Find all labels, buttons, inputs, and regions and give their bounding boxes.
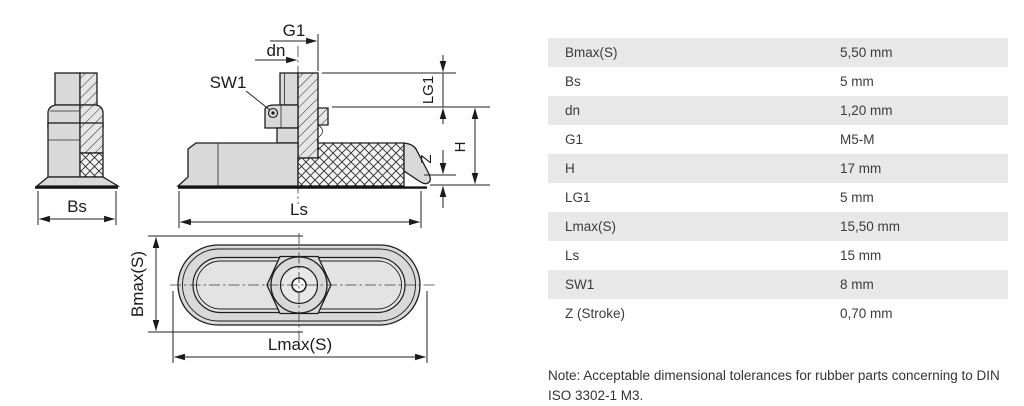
spec-label: Bs [565,74,581,89]
spec-row-bs: Bs 5 mm [548,67,1008,96]
spec-value: 17 mm [840,161,882,176]
dim-label-lg1: LG1 [420,76,437,104]
dim-label-lmax: Lmax(S) [268,335,332,354]
dim-label-ls: Ls [290,200,308,219]
spec-label: Z (Stroke) [565,306,626,321]
spec-value: 15 mm [840,248,882,263]
dim-dn: dn [255,41,298,64]
dim-ls: Ls [178,191,422,228]
spec-value: 8 mm [840,277,874,292]
side-view [35,72,121,189]
dim-label-sw1: SW1 [210,73,247,92]
spec-row-ls: Ls 15 mm [548,241,1008,270]
plan-view [170,233,436,342]
spec-table: Bmax(S) 5,50 mm Bs 5 mm dn 1,20 mm G1 M5… [548,38,1008,328]
technical-drawing: Bs G1 [35,21,490,363]
spec-label: Ls [565,248,580,263]
spec-row-sw1: SW1 8 mm [548,270,1008,299]
dim-z: Z [418,150,490,208]
spec-row-h: H 17 mm [548,154,1008,183]
suction-cup-drawing: Bs G1 [35,21,490,363]
spec-label: Bmax(S) [565,45,618,60]
dim-label-h: H [452,142,469,153]
tolerance-note: Note: Acceptable dimensional tolerances … [548,368,1000,404]
dim-g1: G1 [270,21,319,71]
dim-lg1: LG1 [322,55,490,124]
spec-row-g1: G1 M5-M [548,125,1008,154]
dim-sw1: SW1 [210,73,271,111]
dim-h: H [452,107,479,185]
dim-label-bmax: Bmax(S) [128,251,147,317]
spec-value: M5-M [840,132,875,147]
spec-value: 5 mm [840,190,874,205]
spec-value: 15,50 mm [840,219,901,234]
spec-row-z: Z (Stroke) 0,70 mm [548,299,1008,328]
spec-label: dn [565,103,581,118]
spec-row-lmax: Lmax(S) 15,50 mm [548,212,1008,241]
spec-value: 1,20 mm [840,103,893,118]
dim-bmax: Bmax(S) [128,235,303,333]
spec-row-dn: dn 1,20 mm [548,96,1008,125]
spec-label: LG1 [565,190,591,205]
dim-lmax: Lmax(S) [172,291,428,363]
front-view [176,46,431,204]
spec-value: 5 mm [840,74,874,89]
dim-label-dn: dn [267,41,286,60]
spec-label: H [565,161,575,176]
dim-bs: Bs [37,191,117,225]
spec-label: SW1 [565,277,595,292]
spec-row-lg1: LG1 5 mm [548,183,1008,212]
spec-value: 5,50 mm [840,45,893,60]
spec-row-bmax: Bmax(S) 5,50 mm [548,38,1008,67]
spec-value: 0,70 mm [840,306,893,321]
dim-label-g1: G1 [283,21,306,40]
dim-label-z: Z [418,154,435,163]
spec-label: G1 [565,132,584,147]
dim-label-bs: Bs [67,197,87,216]
spec-label: Lmax(S) [565,219,617,234]
